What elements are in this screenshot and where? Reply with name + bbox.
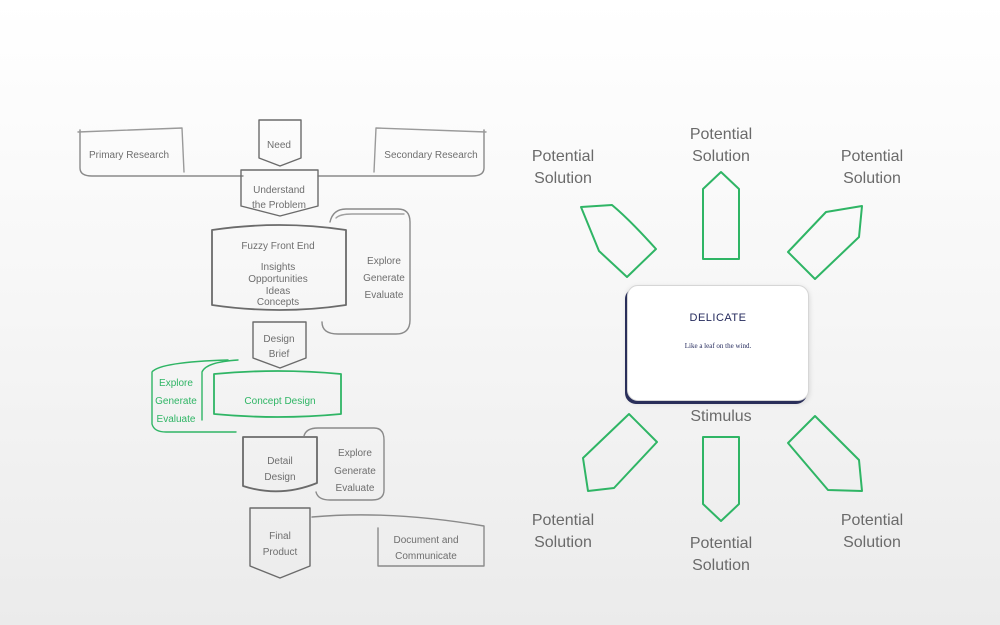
solution-arrow-top-left bbox=[580, 204, 657, 278]
solution-label-top-left-2: Solution bbox=[534, 170, 592, 187]
fuzzy-item-2: Opportunities bbox=[248, 274, 307, 285]
solution-arrow-top-right bbox=[787, 205, 863, 280]
final-product-shape bbox=[249, 507, 311, 579]
stimulus-label: Stimulus bbox=[690, 408, 751, 425]
stimulus-card: DELICATE Like a leaf on the wind. bbox=[627, 285, 809, 401]
solution-label-bottom-right-1: Potential bbox=[841, 512, 903, 529]
solution-arrow-bottom bbox=[702, 436, 740, 522]
solution-label-bottom-right-2: Solution bbox=[843, 534, 901, 551]
document-label-2: Communicate bbox=[395, 551, 457, 562]
loop3-bracket bbox=[303, 427, 385, 501]
solution-label-bottom-2: Solution bbox=[692, 557, 750, 574]
detail-design-label-1: Detail bbox=[267, 456, 293, 467]
solution-label-top-1: Potential bbox=[690, 126, 752, 143]
final-product-label-2: Product bbox=[263, 547, 298, 558]
fuzzy-item-4: Concepts bbox=[257, 297, 299, 308]
solution-label-top-2: Solution bbox=[692, 148, 750, 165]
solution-label-top-left-1: Potential bbox=[532, 148, 594, 165]
solution-label-top-right-2: Solution bbox=[843, 170, 901, 187]
secondary-research-label: Secondary Research bbox=[384, 150, 477, 161]
concept-design-label: Concept Design bbox=[244, 396, 315, 407]
loop1-generate: Generate bbox=[363, 273, 405, 284]
loop3-generate: Generate bbox=[334, 466, 376, 477]
solution-label-bottom-left-2: Solution bbox=[534, 534, 592, 551]
primary-research-shape bbox=[79, 129, 244, 177]
loop2-evaluate: Evaluate bbox=[157, 414, 196, 425]
final-product-label-1: Final bbox=[269, 531, 291, 542]
loop2-bracket bbox=[151, 359, 237, 433]
loop1-bracket bbox=[321, 208, 411, 335]
solution-arrow-bottom-right bbox=[787, 415, 863, 492]
understand-label-1: Understand bbox=[253, 185, 305, 196]
understand-label-2: the Problem bbox=[252, 200, 306, 211]
loop3-evaluate: Evaluate bbox=[336, 483, 375, 494]
solution-label-bottom-1: Potential bbox=[690, 535, 752, 552]
detail-design-label-2: Design bbox=[264, 472, 295, 483]
loop1-explore: Explore bbox=[367, 256, 401, 267]
primary-research-label: Primary Research bbox=[89, 150, 169, 161]
solution-arrow-top bbox=[702, 171, 740, 260]
need-label: Need bbox=[267, 140, 291, 151]
loop2-generate: Generate bbox=[155, 396, 197, 407]
document-shape bbox=[311, 514, 485, 567]
concept-design-shape bbox=[213, 370, 342, 418]
fuzzy-item-3: Ideas bbox=[266, 286, 290, 297]
fuzzy-front-end-label: Fuzzy Front End bbox=[241, 241, 314, 252]
detail-design-shape bbox=[242, 436, 318, 493]
fuzzy-item-1: Insights bbox=[261, 262, 295, 273]
secondary-research-shape bbox=[317, 129, 485, 177]
design-brief-label-2: Brief bbox=[269, 349, 290, 360]
solution-arrow-bottom-left bbox=[582, 413, 658, 492]
solution-label-bottom-left-1: Potential bbox=[532, 512, 594, 529]
card-title: DELICATE bbox=[689, 312, 747, 324]
loop3-explore: Explore bbox=[338, 448, 372, 459]
fuzzy-front-end-shape bbox=[211, 224, 347, 311]
card-subtitle: Like a leaf on the wind. bbox=[684, 342, 752, 350]
design-brief-label-1: Design bbox=[263, 334, 294, 345]
loop2-explore: Explore bbox=[159, 378, 193, 389]
solution-label-top-right-1: Potential bbox=[841, 148, 903, 165]
understand-shape bbox=[240, 169, 319, 217]
design-brief-shape bbox=[252, 321, 307, 369]
need-shape bbox=[258, 119, 302, 167]
document-label-1: Document and bbox=[393, 535, 458, 546]
loop1-evaluate: Evaluate bbox=[365, 290, 404, 301]
